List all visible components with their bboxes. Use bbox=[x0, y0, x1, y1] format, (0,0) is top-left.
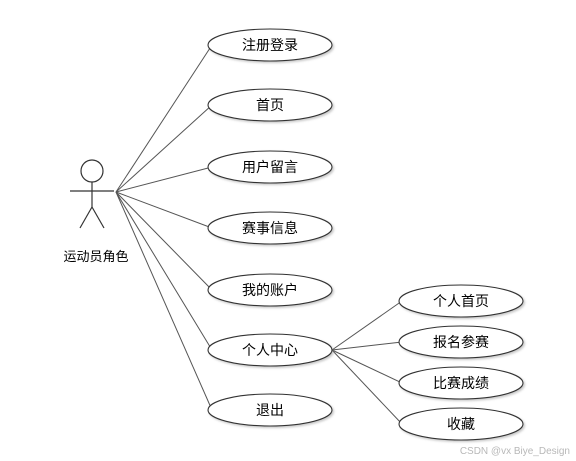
use-case-ellipse bbox=[398, 325, 524, 359]
use-case-ellipse bbox=[398, 284, 524, 318]
use-case-ellipse bbox=[398, 407, 524, 441]
use-case-signup-participate: 报名参赛 bbox=[398, 325, 524, 359]
use-case-label: 比赛成绩 bbox=[433, 376, 489, 392]
use-case-event-info: 赛事信息 bbox=[207, 211, 333, 245]
use-case-logout: 退出 bbox=[207, 393, 333, 427]
actor-right-leg bbox=[91, 206, 105, 229]
use-case-label: 首页 bbox=[256, 98, 284, 114]
use-case-ellipse bbox=[207, 88, 333, 122]
use-case-label: 我的账户 bbox=[242, 282, 298, 299]
association-line-personal-home bbox=[331, 300, 403, 351]
actor-head bbox=[80, 159, 104, 183]
use-case-label: 赛事信息 bbox=[242, 220, 298, 237]
actor-left-leg bbox=[79, 206, 93, 229]
association-line-user-message bbox=[115, 166, 213, 193]
use-case-label: 用户留言 bbox=[242, 159, 298, 176]
use-case-register-login: 注册登录 bbox=[207, 28, 333, 62]
use-case-label: 报名参赛 bbox=[433, 334, 489, 351]
association-line-register-login bbox=[115, 44, 213, 193]
use-case-home: 首页 bbox=[207, 88, 333, 122]
association-line-logout bbox=[115, 191, 213, 411]
association-line-personal-center bbox=[115, 191, 213, 351]
association-line-event-info bbox=[115, 191, 213, 229]
use-case-user-message: 用户留言 bbox=[207, 150, 333, 184]
use-case-ellipse bbox=[398, 366, 524, 400]
use-case-personal-home: 个人首页 bbox=[398, 284, 524, 318]
use-case-ellipse bbox=[207, 150, 333, 184]
use-case-match-results: 比赛成绩 bbox=[398, 366, 524, 400]
use-case-ellipse bbox=[207, 333, 333, 367]
association-line-signup-participate bbox=[331, 341, 403, 351]
sub-association-lines bbox=[331, 300, 403, 425]
association-line-home bbox=[115, 104, 213, 193]
use-case-my-account: 我的账户 bbox=[207, 273, 333, 307]
use-case-personal-center: 个人中心 bbox=[207, 333, 333, 367]
watermark: CSDN @vx Biye_Design bbox=[459, 446, 570, 457]
association-line-favorites bbox=[331, 349, 403, 425]
association-line-match-results bbox=[331, 349, 403, 384]
actor-association-lines bbox=[115, 44, 213, 411]
actor-figure: 运动员角色 bbox=[63, 159, 129, 265]
use-case-label: 退出 bbox=[256, 403, 284, 419]
actor-label: 运动员角色 bbox=[63, 249, 128, 265]
use-case-favorites: 收藏 bbox=[398, 407, 524, 441]
use-case-ellipse bbox=[207, 28, 333, 62]
use-case-label: 个人中心 bbox=[242, 343, 298, 359]
use-case-ellipse bbox=[207, 393, 333, 427]
use-case-ellipse bbox=[207, 273, 333, 307]
use-case-label: 个人首页 bbox=[433, 294, 489, 310]
use-case-label: 注册登录 bbox=[242, 38, 298, 54]
use-case-label: 收藏 bbox=[447, 417, 475, 433]
use-case-ellipse bbox=[207, 211, 333, 245]
association-line-my-account bbox=[115, 191, 213, 291]
